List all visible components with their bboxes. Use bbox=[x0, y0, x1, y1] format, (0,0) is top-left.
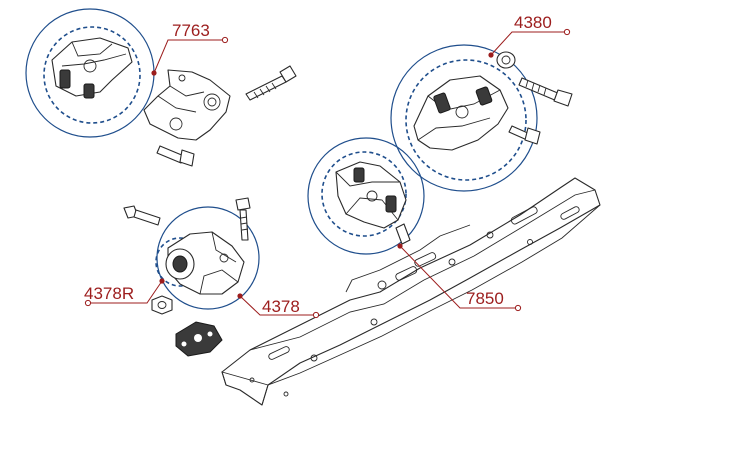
bolt-vertical-4378 bbox=[235, 197, 251, 241]
bracket-7763 bbox=[143, 69, 231, 141]
mount-4380-detail bbox=[390, 44, 538, 192]
mount-4378-detail bbox=[155, 206, 260, 310]
callout-4378R-label: 4378R bbox=[84, 284, 134, 303]
bolt-long-4380 bbox=[518, 77, 573, 107]
callout-7763-label: 7763 bbox=[172, 21, 210, 40]
washer-4380 bbox=[496, 51, 516, 69]
bolt-horizontal-4378 bbox=[123, 205, 161, 226]
callout-4380: 4380 bbox=[488, 13, 571, 58]
callout-4378R: 4378R bbox=[84, 278, 165, 307]
bolt-short-7763 bbox=[156, 145, 195, 167]
bolt-long-7763 bbox=[245, 65, 297, 101]
crossmember bbox=[221, 177, 601, 406]
mount-7850-detail bbox=[307, 137, 425, 255]
callout-7850-label: 7850 bbox=[466, 289, 504, 308]
callout-4378-label: 4378 bbox=[262, 297, 300, 316]
callout-4378: 4378 bbox=[237, 293, 320, 319]
bolt-short-4380 bbox=[508, 125, 541, 145]
callout-7850: 7850 bbox=[397, 243, 522, 312]
mount-7763-detail bbox=[25, 8, 155, 138]
pad-4378 bbox=[175, 321, 223, 357]
nut-4378 bbox=[151, 295, 173, 315]
callout-4380-label: 4380 bbox=[514, 13, 552, 32]
callout-7763: 7763 bbox=[151, 21, 229, 76]
